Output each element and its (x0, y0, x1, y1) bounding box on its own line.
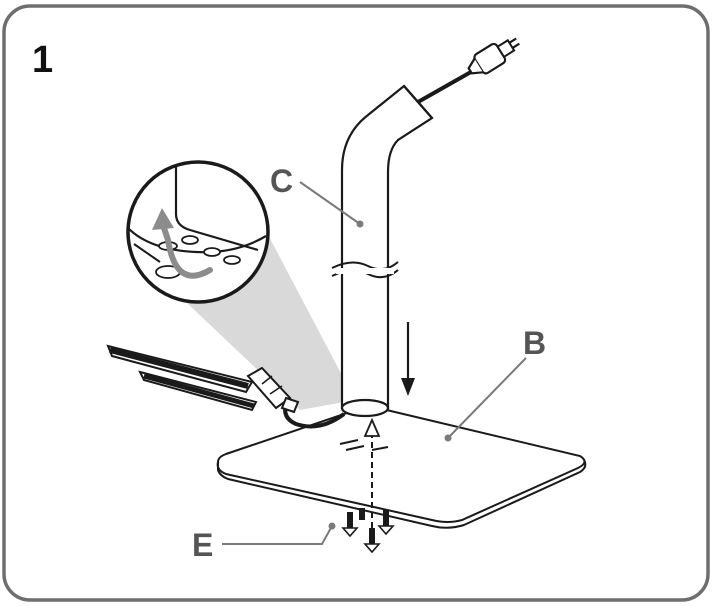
power-plug-icon (467, 37, 520, 75)
callout-c (299, 181, 364, 228)
detail-magnifier (126, 160, 270, 304)
callout-b (444, 357, 527, 442)
power-cable (417, 66, 479, 104)
insert-down-arrow (401, 322, 415, 396)
label-screws: E (192, 527, 213, 563)
screw-icon (341, 508, 395, 554)
base-plate (216, 405, 587, 529)
label-column: C (270, 163, 293, 199)
callout-e (222, 522, 336, 545)
pliers-icon (106, 344, 300, 414)
screw-up-arrow (363, 417, 381, 528)
label-base: B (523, 325, 546, 361)
step-number: 1 (32, 39, 53, 81)
cable-exit (283, 403, 346, 429)
